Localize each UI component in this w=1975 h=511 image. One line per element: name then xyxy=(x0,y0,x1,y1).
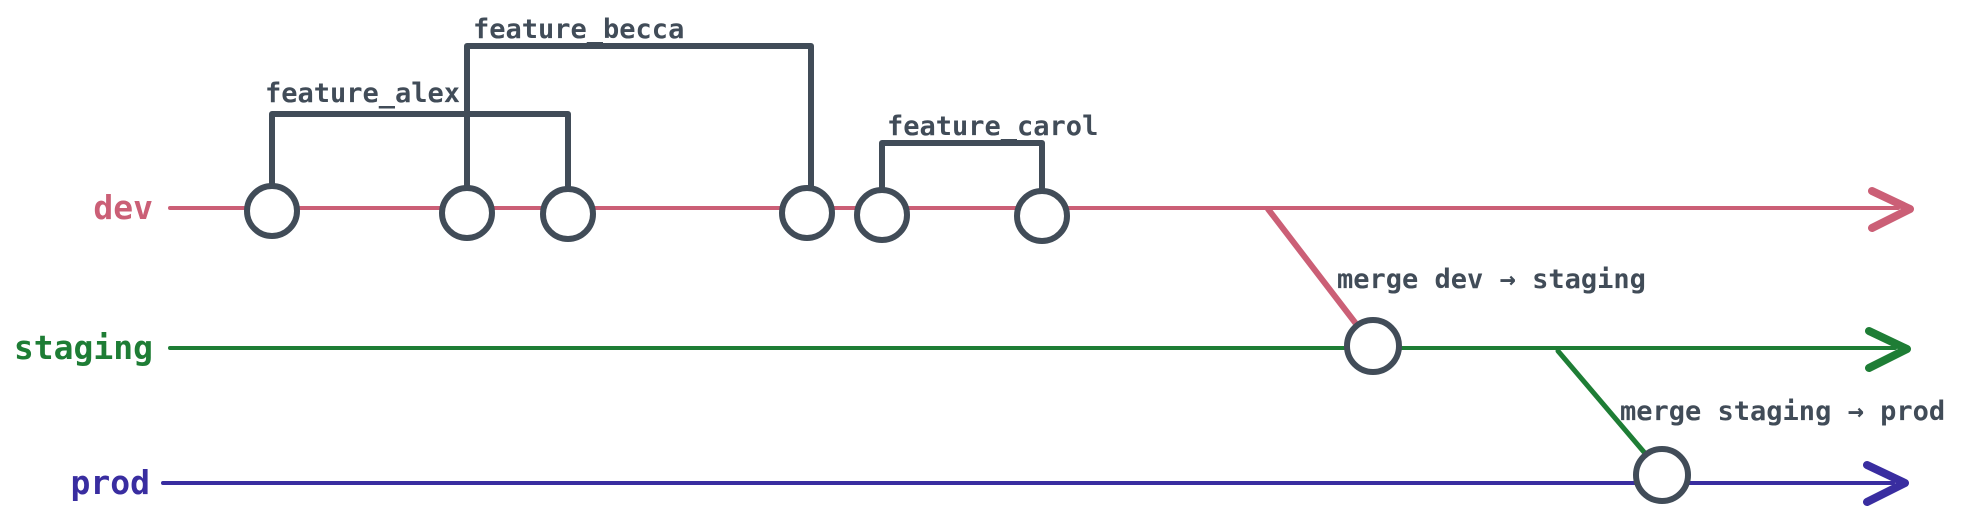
branch-prod xyxy=(161,461,1909,506)
commit-node-dev-2 xyxy=(439,185,495,241)
feature-alex-bracket xyxy=(269,111,571,194)
commit-node-merge-prod xyxy=(1633,446,1691,504)
commit-node-dev-5 xyxy=(854,187,910,243)
feature-label-carol: feature_carol xyxy=(887,111,1098,142)
branch-label-dev: dev xyxy=(93,188,153,227)
merge-line-staging-to-prod xyxy=(1555,348,1658,468)
merge-label-dev-to-staging: merge dev → staging xyxy=(1337,264,1646,295)
branch-label-staging: staging xyxy=(14,328,153,367)
commit-node-dev-4 xyxy=(779,185,835,241)
feature-becca-bracket xyxy=(464,43,814,193)
commit-node-dev-3 xyxy=(540,186,596,242)
branch-staging xyxy=(168,327,1911,372)
commit-node-merge-staging xyxy=(1344,317,1402,375)
dev-commits xyxy=(244,183,1070,244)
feature-carol-bracket xyxy=(879,140,1045,196)
dev-arrowhead-icon xyxy=(1868,187,1914,232)
prod-arrowhead-icon xyxy=(1863,461,1909,506)
commit-node-dev-1 xyxy=(244,183,300,239)
staging-arrowhead-icon xyxy=(1865,327,1911,372)
merge-label-staging-to-prod: merge staging → prod xyxy=(1620,396,1945,427)
feature-label-alex: feature_alex xyxy=(265,78,460,109)
branch-label-prod: prod xyxy=(71,463,150,502)
merge-line-dev-to-staging xyxy=(1265,206,1373,345)
commit-node-dev-6 xyxy=(1014,188,1070,244)
feature-label-becca: feature_becca xyxy=(473,14,684,45)
